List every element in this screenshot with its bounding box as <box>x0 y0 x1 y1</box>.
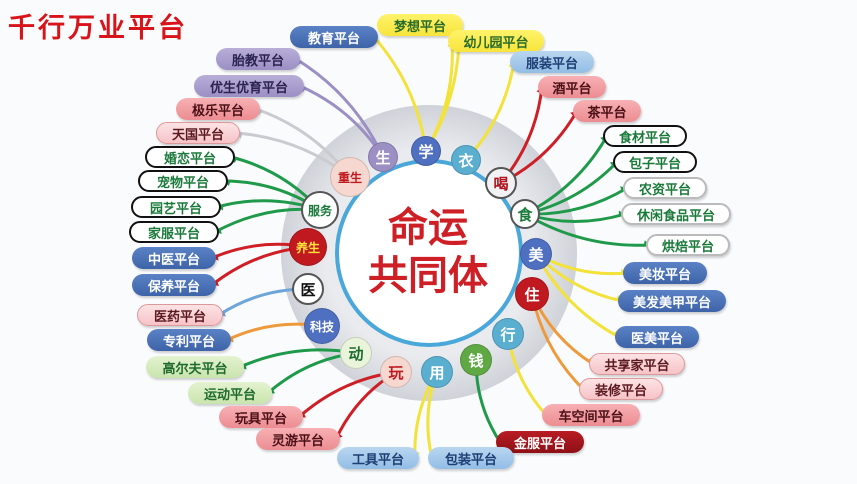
platform-24: 医药平台 <box>137 304 223 326</box>
platform-31: 玩具平台 <box>219 406 303 428</box>
platform-11: 包子平台 <box>613 151 697 173</box>
platform-28: 高尔夫平台 <box>146 356 244 378</box>
center-label: 命运 共同体 <box>340 178 516 326</box>
platform-35: 包装平台 <box>428 447 514 469</box>
platform-25: 专利平台 <box>147 329 231 351</box>
platform-19: 中医平台 <box>132 247 216 269</box>
platform-15: 婚恋平台 <box>145 146 235 168</box>
platform-5: 优生优育平台 <box>194 75 304 97</box>
platform-17: 园艺平台 <box>131 196 221 218</box>
hub-yiliao: 医 <box>292 273 324 305</box>
platform-20: 保养平台 <box>132 274 216 296</box>
platform-13: 休闲食品平台 <box>621 203 731 225</box>
platform-8: 极乐平台 <box>176 98 260 120</box>
hub-chongsheng: 重生 <box>330 157 370 197</box>
platform-23: 医美平台 <box>615 326 699 348</box>
platform-33: 金服平台 <box>496 431 584 453</box>
platform-30: 车空间平台 <box>542 404 640 426</box>
center-line-2: 共同体 <box>368 252 488 299</box>
hub-xue: 学 <box>411 136 441 166</box>
platform-10: 食材平台 <box>603 125 687 147</box>
hub-xing: 行 <box>492 318 524 350</box>
platform-0: 教育平台 <box>290 26 378 48</box>
platform-34: 工具平台 <box>337 447 419 469</box>
hub-yangsheng: 养生 <box>289 228 327 266</box>
platform-21: 美妆平台 <box>623 262 707 284</box>
hub-mei: 美 <box>520 238 552 270</box>
hub-wan: 玩 <box>380 356 412 388</box>
hub-dong: 动 <box>340 337 372 369</box>
hub-yong: 用 <box>421 356 453 388</box>
hub-keji: 科技 <box>304 308 340 344</box>
platform-16: 宠物平台 <box>138 170 228 192</box>
platform-14: 烘焙平台 <box>646 234 730 256</box>
hub-shi: 食 <box>510 199 540 229</box>
platform-32: 灵游平台 <box>256 428 340 450</box>
platform-12: 农资平台 <box>623 177 707 199</box>
hub-sheng: 生 <box>368 142 398 172</box>
platform-29: 运动平台 <box>188 382 272 404</box>
hub-fuwu: 服务 <box>301 191 339 229</box>
platform-2: 幼儿园平台 <box>448 30 544 52</box>
page-title: 千行万业平台 <box>8 13 188 44</box>
platform-3: 服装平台 <box>510 51 594 73</box>
hub-he: 喝 <box>485 167 517 199</box>
platform-4: 胎教平台 <box>216 48 300 70</box>
hub-yi: 衣 <box>451 145 481 175</box>
platform-7: 茶平台 <box>573 100 641 122</box>
hub-qian: 钱 <box>460 344 492 376</box>
platform-26: 共享家平台 <box>589 353 685 375</box>
hub-zhu: 住 <box>515 277 549 311</box>
platform-6: 酒平台 <box>538 76 606 98</box>
center-line-1: 命运 <box>388 204 468 251</box>
platform-9: 天国平台 <box>156 122 240 144</box>
platform-1: 梦想平台 <box>377 14 463 36</box>
platform-22: 美发美甲平台 <box>618 290 726 312</box>
platform-27: 装修平台 <box>579 378 663 400</box>
platform-18: 家服平台 <box>129 221 219 243</box>
